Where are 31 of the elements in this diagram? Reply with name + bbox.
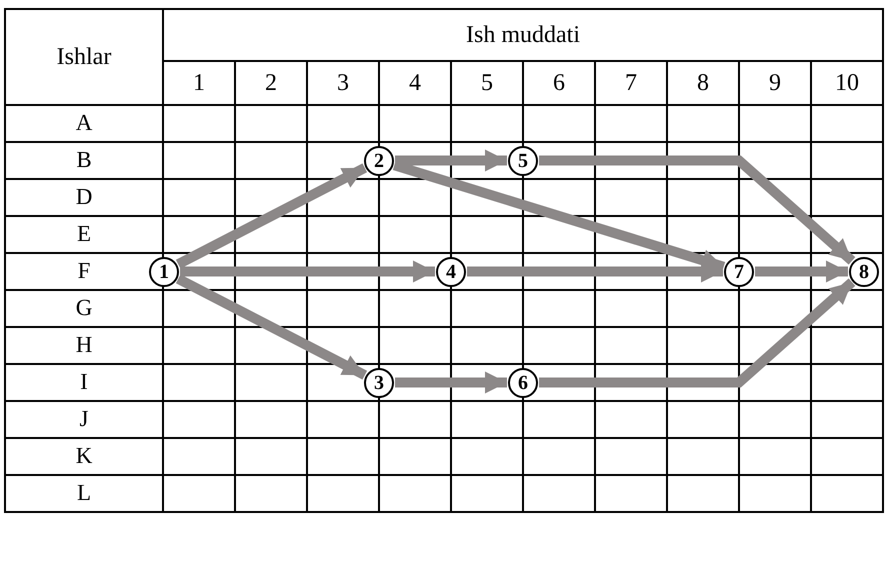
period-number: 4 (380, 62, 450, 104)
arrow (176, 163, 368, 269)
task-label: H (6, 328, 162, 363)
task-label: E (6, 217, 162, 252)
arrow (395, 150, 507, 172)
period-number: 7 (596, 62, 666, 104)
task-label: A (6, 106, 162, 141)
period-number: 5 (452, 62, 522, 104)
task-label: F (6, 254, 162, 289)
task-label: J (6, 402, 162, 437)
task-label: I (6, 365, 162, 400)
arrow (539, 278, 856, 388)
column-header: Ish muddati (164, 10, 882, 60)
column-header: Ishlar (6, 10, 162, 104)
period-number: 10 (812, 62, 882, 104)
period-number: 9 (740, 62, 810, 104)
arrow (180, 260, 435, 282)
arrow (395, 372, 507, 394)
task-label: G (6, 291, 162, 326)
period-number: 1 (164, 62, 234, 104)
arrow (755, 260, 848, 282)
period-number: 6 (524, 62, 594, 104)
task-label: D (6, 180, 162, 215)
arrow (176, 274, 368, 380)
arrow (539, 156, 856, 265)
task-label: K (6, 439, 162, 474)
task-label: L (6, 476, 162, 511)
period-number: 8 (668, 62, 738, 104)
period-number: 2 (236, 62, 306, 104)
period-number: 3 (308, 62, 378, 104)
task-label: B (6, 143, 162, 178)
